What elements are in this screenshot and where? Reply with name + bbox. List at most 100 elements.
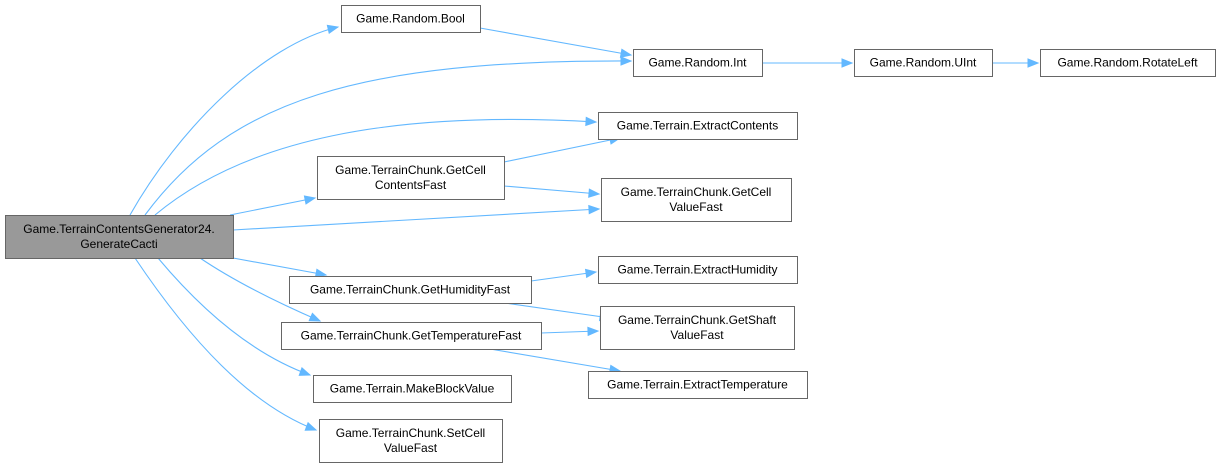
edge-line (144, 60, 632, 216)
edge-line (232, 208, 600, 231)
node-root[interactable]: Game.TerrainContentsGenerator24.Generate… (5, 215, 234, 259)
arrowhead-icon (326, 24, 340, 35)
edge-line (134, 257, 317, 431)
node-box[interactable] (313, 375, 512, 403)
node-label-line: Game.TerrainChunk.GetCell (335, 163, 486, 177)
node-label-line: Game.TerrainChunk.GetHumidityFast (310, 283, 511, 297)
edge-random_bool-to-random_int (479, 27, 633, 58)
edge-line (232, 257, 327, 276)
node-label-line: Game.TerrainChunk.GetShaft (618, 313, 777, 327)
node-label-line: Game.TerrainContentsGenerator24. (23, 222, 214, 236)
edge-chunk_getcellcontentsfast-to-chunk_getcellvaluefast (503, 185, 601, 198)
node-label-line: Game.TerrainChunk.GetCell (621, 185, 772, 199)
node-chunk-gettemperaturefast[interactable]: Game.TerrainChunk.GetTemperatureFast (281, 322, 542, 350)
node-box[interactable] (598, 256, 798, 284)
node-box[interactable] (5, 215, 234, 259)
node-label-line: GenerateCacti (80, 237, 157, 251)
edge-line (530, 271, 597, 282)
arrowhead-icon (304, 421, 318, 431)
edge-random_uint-to-random_rotateleft (992, 58, 1040, 68)
node-random-int[interactable]: Game.Random.Int (633, 49, 763, 77)
edge-chunk_gethumidityfast-to-chunk_getshaftvaluefast (504, 302, 612, 322)
arrowhead-icon (841, 58, 854, 68)
node-label-line: Game.TerrainChunk.SetCell (336, 426, 485, 440)
edge-root-to-random_int (144, 56, 633, 216)
node-box[interactable] (289, 276, 532, 304)
node-box[interactable] (281, 322, 542, 350)
node-label-line: Game.TerrainChunk.GetTemperatureFast (301, 329, 522, 343)
node-label-line: Game.Terrain.MakeBlockValue (330, 382, 495, 396)
arrowhead-icon (1027, 58, 1040, 68)
node-terrain-extractcontents[interactable]: Game.Terrain.ExtractContents (598, 112, 798, 140)
arrowhead-icon (308, 312, 322, 322)
node-terrain-extracttemperature[interactable]: Game.Terrain.ExtractTemperature (588, 371, 808, 399)
edge-line (229, 197, 316, 216)
edge-random_int-to-random_uint (762, 58, 854, 68)
arrowhead-icon (584, 268, 598, 279)
arrowhead-icon (620, 56, 633, 66)
node-label-line: Game.Random.Bool (356, 12, 465, 26)
edge-chunk_gethumidityfast-to-terrain_extracthumidity (530, 268, 598, 282)
node-label-line: Game.Terrain.ExtractHumidity (617, 263, 777, 277)
node-label-line: Game.Terrain.ExtractTemperature (607, 378, 788, 392)
arrowhead-icon (298, 366, 312, 376)
node-box[interactable] (600, 306, 795, 350)
edge-root-to-random_bool (129, 24, 340, 216)
edge-line (154, 118, 597, 216)
node-random-rotateleft[interactable]: Game.Random.RotateLeft (1040, 49, 1216, 77)
node-label-line: Game.Terrain.ExtractContents (617, 119, 778, 133)
edge-line (504, 302, 611, 319)
node-label-line: ContentsFast (375, 178, 447, 192)
edges-layer (129, 24, 1040, 431)
arrowhead-icon (314, 268, 328, 278)
node-box[interactable] (319, 419, 503, 463)
edge-root-to-chunk_setcellvaluefast (134, 257, 318, 431)
node-box[interactable] (598, 112, 798, 140)
edge-line (503, 185, 600, 195)
edge-root-to-chunk_gettemperaturefast (199, 257, 322, 322)
node-box[interactable] (317, 156, 505, 200)
node-random-uint[interactable]: Game.Random.UInt (854, 49, 993, 77)
node-box[interactable] (588, 371, 808, 399)
arrowhead-icon (588, 204, 601, 215)
node-label-line: ValueFast (669, 200, 723, 214)
edge-line (129, 26, 339, 216)
arrowhead-icon (588, 188, 601, 198)
edge-root-to-chunk_gethumidityfast (232, 257, 328, 278)
edge-chunk_gettemperaturefast-to-terrain_extracttemperature (489, 348, 622, 374)
edge-root-to-terrain_makeblockvalue (157, 257, 312, 376)
arrowhead-icon (303, 195, 317, 205)
arrowhead-icon (585, 116, 598, 127)
node-label-line: ValueFast (384, 441, 438, 455)
node-terrain-extracthumidity[interactable]: Game.Terrain.ExtractHumidity (598, 256, 798, 284)
edge-line (479, 27, 632, 56)
node-box[interactable] (601, 178, 792, 222)
node-box[interactable] (633, 49, 763, 77)
node-label-line: Game.Random.Int (648, 56, 747, 70)
edge-line (489, 348, 621, 372)
arrowhead-icon (619, 48, 633, 58)
edge-root-to-terrain_extractcontents (154, 116, 598, 216)
node-box[interactable] (341, 5, 481, 33)
edge-root-to-chunk_getcellvaluefast (232, 204, 601, 231)
node-label-line: Game.Random.RotateLeft (1057, 56, 1198, 70)
edge-chunk_gettemperaturefast-to-chunk_getshaftvaluefast (540, 326, 600, 337)
node-terrain-makeblockvalue[interactable]: Game.Terrain.MakeBlockValue (313, 375, 512, 403)
node-chunk-gethumidityfast[interactable]: Game.TerrainChunk.GetHumidityFast (289, 276, 532, 304)
node-box[interactable] (854, 49, 993, 77)
nodes-layer: Game.TerrainContentsGenerator24.Generate… (5, 5, 1216, 463)
node-label-line: ValueFast (670, 328, 724, 342)
edge-line (199, 257, 321, 322)
node-box[interactable] (1040, 49, 1216, 77)
arrowhead-icon (587, 326, 600, 337)
edge-root-to-chunk_getcellcontentsfast (229, 195, 317, 216)
node-label-line: Game.Random.UInt (870, 56, 977, 70)
edge-line (503, 137, 621, 163)
edge-line (157, 257, 311, 376)
node-random-bool[interactable]: Game.Random.Bool (341, 5, 481, 33)
